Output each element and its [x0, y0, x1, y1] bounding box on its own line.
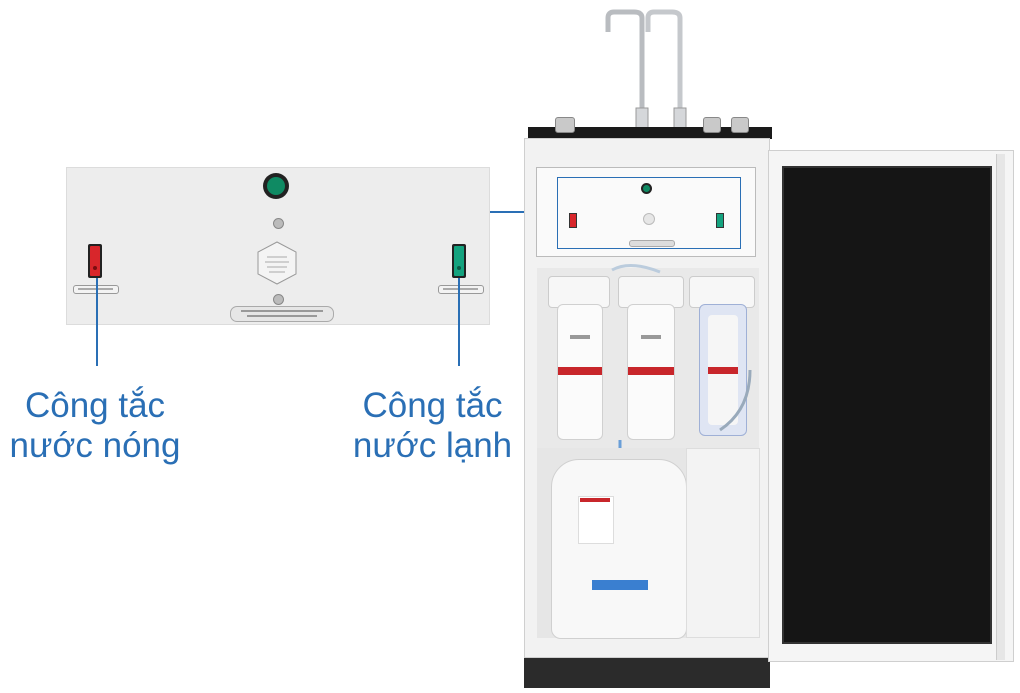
cold-switch-label: Công tắc nước lạnh [340, 386, 525, 466]
cold-switch-small [716, 213, 724, 228]
screw-icon [273, 218, 284, 229]
clear-filter-housing [699, 304, 747, 436]
hot-callout-line [96, 278, 98, 366]
water-tank [551, 459, 687, 639]
door-black-panel [782, 166, 992, 644]
filter-housing [627, 304, 675, 440]
cabinet-base [524, 658, 770, 688]
power-indicator [263, 173, 289, 199]
knob-icon [731, 117, 749, 133]
cold-switch-plate [438, 285, 484, 294]
hot-switch-label-line1: Công tắc [24, 386, 166, 425]
cold-switch-label-line2: nước lạnh [352, 426, 513, 465]
filter-cartridge [548, 276, 610, 308]
hexagon-badge [257, 241, 297, 285]
hot-switch-label: Công tắc nước nóng [0, 386, 190, 466]
knob-icon [555, 117, 575, 133]
control-panel-zoom [66, 167, 490, 325]
hot-water-switch[interactable] [88, 244, 102, 278]
warning-plate [230, 306, 334, 322]
screw-icon [273, 294, 284, 305]
hot-switch-label-line2: nước nóng [9, 426, 181, 465]
power-indicator-small [641, 183, 652, 194]
pump-box [686, 448, 760, 638]
hot-switch-small [569, 213, 577, 228]
knob-icon [703, 117, 721, 133]
machine-control-panel [536, 167, 756, 257]
door-hinge [996, 154, 1005, 660]
tubing [611, 264, 752, 460]
cold-switch-label-line1: Công tắc [362, 386, 503, 425]
filter-housing [557, 304, 603, 440]
cold-water-switch[interactable] [452, 244, 466, 278]
cold-callout-line [458, 278, 460, 366]
faucet-pair [605, 9, 687, 131]
